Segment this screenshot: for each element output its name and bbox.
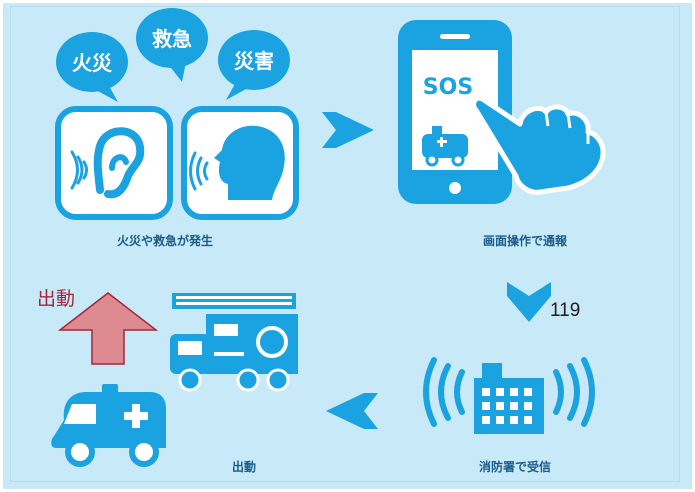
pointing-hand-icon [471, 95, 606, 195]
dispatch-label-red: 出動 [37, 288, 76, 310]
arrow-down-icon [507, 282, 551, 322]
arrow-right-icon [322, 112, 374, 148]
bubble-disaster-text: 災害 [234, 49, 274, 73]
caption-occur: 火災や救急が発生 [116, 234, 213, 248]
ambulance-icon [51, 384, 166, 467]
fire-truck-icon [170, 293, 298, 392]
emergency-number-119: 119 [550, 300, 581, 321]
ear-listening-icon [55, 106, 173, 220]
speech-bubble-emergency: 救急 [136, 8, 208, 82]
bubble-fire-text: 火災 [72, 51, 113, 75]
speech-bubble-disaster: 災害 [218, 30, 290, 100]
speaking-head-icon [181, 106, 299, 220]
caption-receive: 消防署で受信 [478, 460, 551, 474]
dispatch-up-arrow-icon-shape [57, 292, 159, 365]
smartphone-icon: SOS [398, 20, 512, 204]
diagram-frame [10, 6, 680, 482]
speech-bubble-fire: 火災 [56, 32, 128, 102]
ambulance-small-icon [422, 126, 468, 167]
sos-text: SOS [423, 75, 473, 100]
caption-call: 画面操作で通報 [482, 234, 567, 248]
fire-station-building-icon [423, 357, 595, 434]
caption-dispatch: 出動 [231, 460, 256, 474]
arrow-left-icon [326, 393, 378, 429]
bubble-emergency-text: 救急 [152, 27, 192, 51]
